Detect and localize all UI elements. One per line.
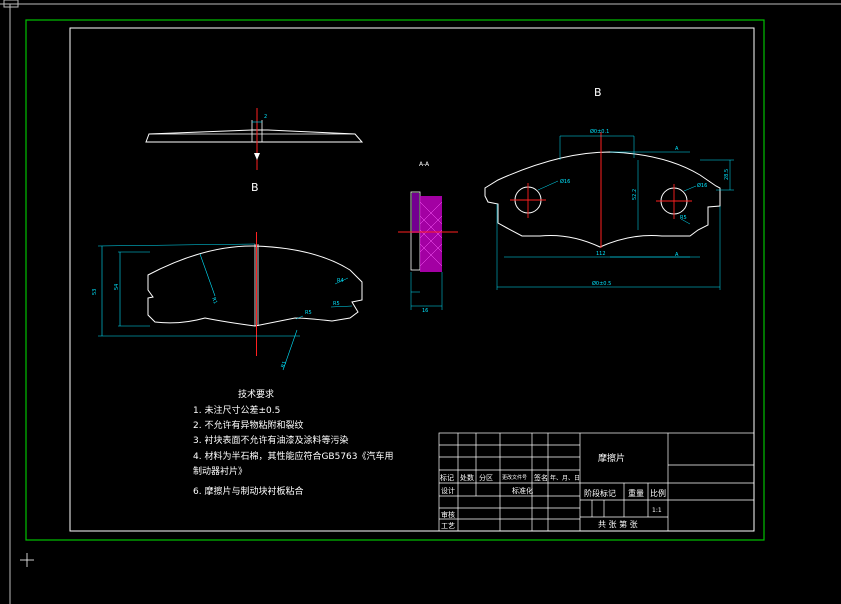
- back-right-height: 28.5: [724, 169, 730, 180]
- front-view-pad: 53 54 R1 R4 R5 R5 R1: [92, 232, 363, 371]
- back-view-plate: B Ø0±0.1 A 112 A Ø0±0.5 52.2 28.5 Ø16 Ø1…: [484, 86, 734, 290]
- radius-r5b: R5: [305, 310, 312, 316]
- back-bottom-width: Ø0±0.5: [592, 280, 611, 287]
- side-view-label-b: B: [251, 181, 259, 194]
- tb-sheets: 共 张 第 张: [598, 519, 638, 529]
- top-dim-label: 2: [264, 114, 267, 120]
- part-name: 摩擦片: [598, 452, 625, 464]
- front-height-inner: 54: [114, 284, 120, 290]
- tech-requirements: 技术要求 1. 未注尺寸公差±0.5 2. 不允许有异物粘附和裂纹 3. 衬块表…: [193, 388, 394, 497]
- tb-craft: 工艺: [441, 522, 455, 530]
- section-title: A-A: [419, 161, 430, 168]
- section-letter-a2: A: [675, 252, 679, 258]
- section-letter-a1: A: [675, 146, 679, 152]
- tb-stage: 阶段标记: [584, 488, 616, 498]
- cursor-crosshair: [20, 553, 34, 567]
- tech-item-5: 制动器衬片》: [193, 465, 247, 477]
- tb-count: 处数: [460, 473, 474, 482]
- top-edge-view: 2 B: [145, 108, 364, 194]
- radius-r4: R4: [337, 278, 344, 284]
- tb-standard: 标准化: [512, 486, 533, 495]
- tech-item-2: 2. 不允许有异物粘附和裂纹: [193, 419, 303, 431]
- tb-review: 审核: [441, 510, 455, 519]
- sheet-boundary: [25, 19, 765, 541]
- tb-scale: 比例: [650, 488, 666, 498]
- drawing-frame: [69, 27, 755, 532]
- view-label-b: B: [594, 86, 602, 99]
- tb-zone: 分区: [479, 473, 493, 482]
- tb-mark: 标记: [440, 473, 454, 482]
- tb-date: 年、月、日: [550, 474, 580, 482]
- back-height: 52.2: [632, 189, 638, 200]
- tech-item-4: 4. 材料为半石棉，其性能应符合GB5763《汽车用: [193, 450, 394, 462]
- back-r5: R5: [680, 215, 687, 221]
- tech-title: 技术要求: [238, 388, 274, 400]
- title-block: [438, 432, 755, 532]
- hole-left-dia: Ø16: [560, 178, 570, 185]
- back-mid-width: 112: [596, 251, 606, 257]
- tech-item-1: 1. 未注尺寸公差±0.5: [193, 404, 280, 416]
- radius-bottom: R1: [280, 360, 288, 368]
- tech-item-3: 3. 衬块表面不允许有油漆及涂料等污染: [193, 434, 348, 446]
- back-top-width: Ø0±0.1: [590, 128, 609, 135]
- front-height-outer: 53: [92, 289, 98, 295]
- title-block-text: 摩擦片 标记 处数 分区 更改文件号 签名 年、月、日 设计 标准化 阶段标记 …: [440, 452, 666, 530]
- radius-large: R1: [210, 297, 218, 305]
- tech-item-6: 6. 摩擦片与制动块衬板粘合: [193, 485, 303, 497]
- hole-right-dia: Ø16: [697, 182, 707, 189]
- tb-weight: 重量: [628, 488, 644, 498]
- tb-designer: 设计: [441, 486, 455, 495]
- tb-change-doc: 更改文件号: [502, 474, 527, 481]
- tb-sign: 签名: [534, 473, 548, 482]
- section-a-a: A-A 16: [398, 161, 458, 314]
- section-thickness: 16: [422, 308, 428, 314]
- tb-scale-value: 1:1: [652, 507, 662, 514]
- radius-r5a: R5: [333, 301, 340, 307]
